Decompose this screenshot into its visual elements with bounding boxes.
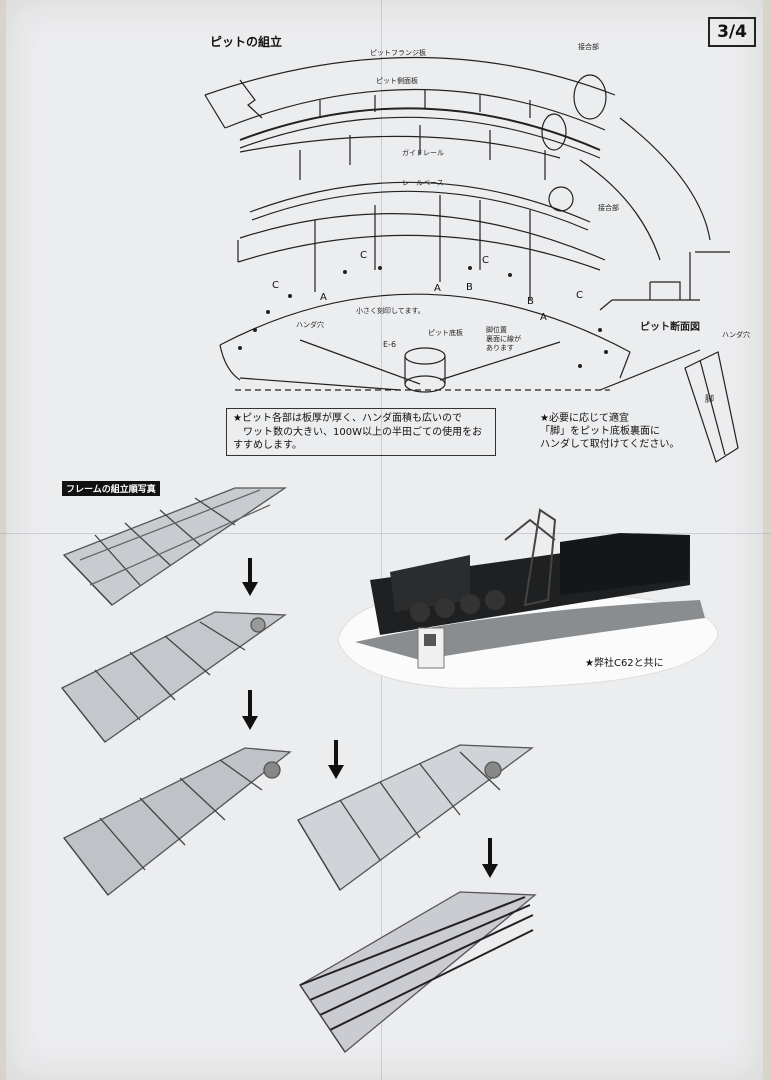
label-solder-hole-right: ハンダ穴 (722, 331, 750, 339)
fold-line-vertical (381, 0, 382, 1080)
frame-photo-5 (299, 891, 537, 1053)
marker-a: A (434, 283, 441, 294)
soldering-note-box: ★ピット各部は板厚が厚く、ハンダ面積も広いので ワット数の大きい、100W以上の… (226, 408, 496, 456)
frame-photo-4 (297, 744, 534, 891)
frame-photo-3 (63, 747, 292, 896)
marker-a: A (320, 292, 327, 303)
label-rail-base: レールベース (402, 179, 444, 187)
marker-c: C (272, 280, 279, 291)
leg-note-text: ★必要に応じて適宜 「脚」をピット底板裏面に ハンダして取付けてください。 (540, 413, 680, 450)
label-small-mark: 小さく刻印してます。 (356, 307, 425, 315)
label-pit-side-plate: ピット側面板 (376, 77, 418, 85)
locomotive-caption: ★弊社C62と共に (585, 658, 664, 669)
frame-photo-2 (60, 611, 287, 743)
marker-b: B (527, 296, 534, 307)
label-leg-position: 脚位置 裏面に線が あります (486, 326, 521, 352)
marker-c: C (482, 255, 489, 266)
label-guide-rail: ガイドレール (402, 149, 444, 157)
label-leg: 脚 (705, 395, 715, 405)
frame-photo-group (60, 487, 537, 1053)
label-pit-section: ピット断面図 (640, 322, 700, 333)
flow-arrows (242, 558, 498, 878)
marker-b: B (466, 282, 473, 293)
frame-photo-section-title: フレームの組立順写真 (62, 481, 160, 496)
label-pit-bottom-plate: ピット底板 (428, 329, 463, 337)
label-joint-mid: 接合部 (598, 204, 619, 212)
locomotive-photo (337, 508, 719, 689)
marker-a: A (540, 312, 547, 323)
marker-c: C (576, 290, 583, 301)
section-title: ピットの組立 (210, 35, 283, 49)
marker-c: C (360, 250, 367, 261)
label-pit-flange-plate: ピットフランジ板 (370, 49, 426, 57)
label-e6: E-6 (383, 340, 397, 349)
fold-line-horizontal (0, 533, 771, 534)
label-solder-hole-left: ハンダ穴 (296, 321, 324, 329)
page-number-box: 3/4 (708, 17, 756, 47)
label-joint-top: 接合部 (578, 43, 599, 51)
soldering-note-text: ★ピット各部は板厚が厚く、ハンダ面積も広いので ワット数の大きい、100W以上の… (233, 413, 483, 451)
frame-photo-1 (62, 487, 288, 606)
